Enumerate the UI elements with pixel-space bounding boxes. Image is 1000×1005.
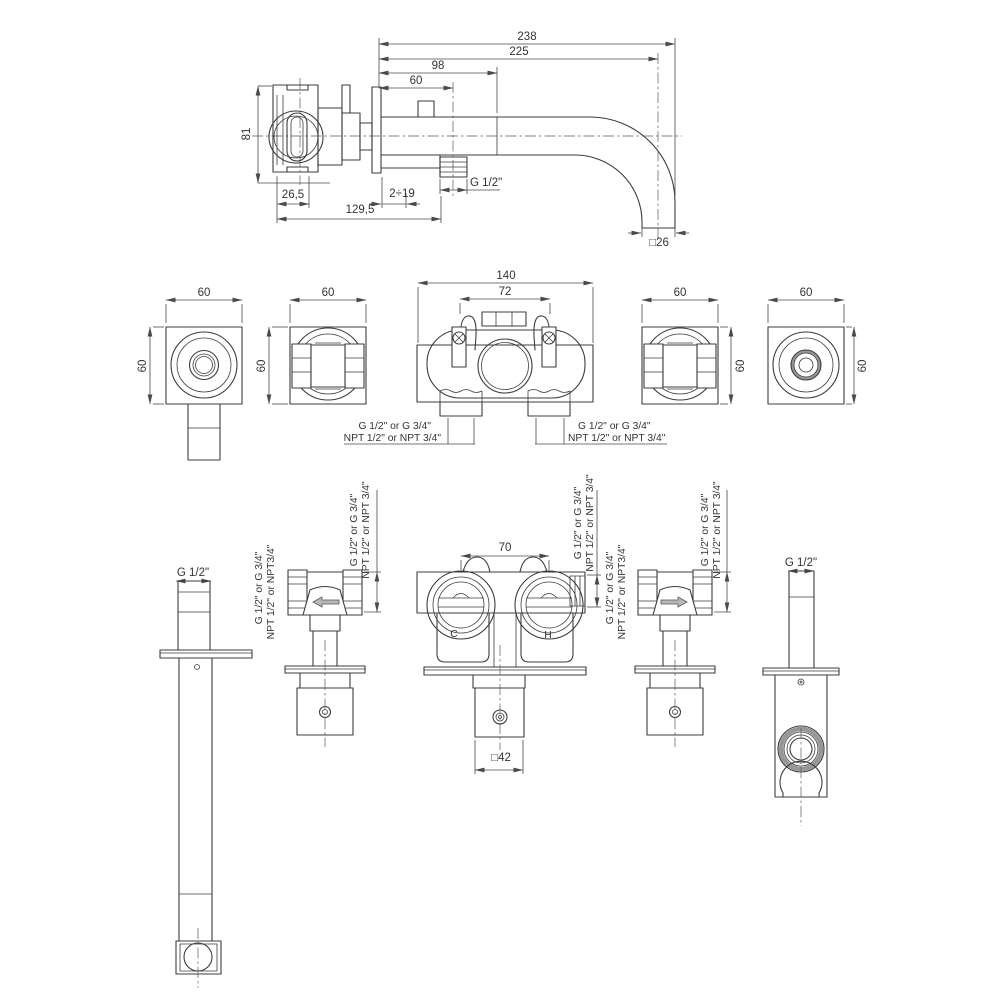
handle-grip <box>286 112 308 162</box>
side-view-mixer-body: 70 G 1/2" or G 3/4" NPT 1/2" or NPT 3/4"… <box>416 474 601 774</box>
side-view-spout: G 1/2" <box>159 567 253 988</box>
label-g-left-2: NPT 1/2" or NPT3/4" <box>266 544 277 639</box>
holder-hook <box>779 760 823 794</box>
label-inlet-right-1: G 1/2" or G 3/4" <box>578 421 651 432</box>
label-j-thread: G 1/2" <box>785 557 817 569</box>
flow-arrow-left-icon <box>312 596 340 608</box>
label-cold: C <box>450 629 458 640</box>
dim-spout-axis: 225 <box>509 46 528 58</box>
label-i-left-1: G 1/2" or G 3/4" <box>605 551 616 624</box>
dim-c-width: 140 <box>496 270 515 282</box>
spout-linework <box>380 100 676 229</box>
side-view-valve-right: G 1/2" or G 3/4" NPT 1/2" or NPT3/4" G 1… <box>605 481 731 747</box>
body-flange <box>423 666 587 676</box>
front-view-mixer-body: 140 72 G 1/2" or G 3/4" NPT 1/2" or NPT … <box>344 270 667 445</box>
flow-arrow-right-icon <box>660 596 688 608</box>
side-view-wall-mixer: 238 225 98 60 81 26,5 2÷19 129,5 <box>241 31 689 249</box>
set-screw <box>194 664 200 670</box>
label-g-right-1: G 1/2" or G 3/4" <box>349 493 360 566</box>
cartridge-port <box>477 338 533 394</box>
label-i-right-2: NPT 1/2" or NPT 3/4" <box>712 481 723 579</box>
front-view-valve-right: 60 60 <box>641 287 747 405</box>
inlet-right <box>527 401 571 417</box>
dim-handle-depth: 26,5 <box>282 189 304 201</box>
ear-horn-right <box>519 556 548 573</box>
dim-h-ports: 70 <box>499 542 512 554</box>
handle-outline <box>268 110 324 164</box>
dim-spout-section: □26 <box>649 237 669 249</box>
spout-outer-curve <box>589 116 676 229</box>
dim-b-width: 60 <box>322 287 335 299</box>
side-views-row: G 1/2" G 1/2" or G 3/4" NPT 1/2" or NPT3… <box>159 474 840 988</box>
dim-overall: 238 <box>517 31 536 43</box>
dim-b-height: 60 <box>256 360 268 373</box>
label-f-thread: G 1/2" <box>177 567 209 579</box>
label-i-right-1: G 1/2" or G 3/4" <box>700 493 711 566</box>
wall-plate <box>371 86 382 174</box>
label-g-right-2: NPT 1/2" or NPT 3/4" <box>361 481 372 579</box>
port-cold <box>426 570 496 640</box>
label-g-left-1: G 1/2" or G 3/4" <box>254 551 265 624</box>
dim-h-handle-sq: □42 <box>491 752 511 764</box>
dim-d-width: 60 <box>674 287 687 299</box>
ear-horn-left <box>462 556 491 573</box>
front-view-spout-trim: 60 60 <box>137 287 243 461</box>
dim-body-depth: 98 <box>432 60 445 72</box>
label-h-right-2: NPT 1/2" or NPT 3/4" <box>585 474 596 572</box>
dim-inlet-offset: 60 <box>410 75 423 87</box>
inlet-left <box>439 401 483 417</box>
side-view-valve-left: G 1/2" or G 3/4" NPT 1/2" or NPT3/4" G 1… <box>254 481 381 747</box>
label-inlet-right-2: NPT 1/2" or NPT 3/4" <box>568 433 666 444</box>
label-hot: H <box>544 630 551 641</box>
spout-inner-curve <box>574 154 643 229</box>
dim-a-height: 60 <box>137 360 149 373</box>
label-inlet-left-2: NPT 1/2" or NPT 3/4" <box>344 433 442 444</box>
front-view-valve-left: 60 60 <box>256 287 367 405</box>
spout-outlet <box>175 940 222 975</box>
label-h-right-1: G 1/2" or G 3/4" <box>573 486 584 559</box>
front-view-outlet-plate: 60 60 <box>767 287 869 405</box>
front-views-row: 60 60 60 60 <box>137 270 869 461</box>
dim-height: 81 <box>241 128 253 141</box>
spout-flange <box>159 649 253 659</box>
side-view-shower-holder: G 1/2" <box>762 557 840 826</box>
port-hot <box>514 570 584 640</box>
dim-e-height: 60 <box>857 360 869 373</box>
label-inlet-left-1: G 1/2" or G 3/4" <box>358 421 431 432</box>
dim-c-ports: 72 <box>499 286 512 298</box>
centerlines <box>252 53 682 242</box>
body-handle <box>474 687 525 738</box>
holder-flange <box>762 667 840 676</box>
dim-a-width: 60 <box>198 287 211 299</box>
label-i-left-2: NPT 1/2" or NPT3/4" <box>617 544 628 639</box>
valve-body-linework <box>268 84 373 173</box>
dim-total-depth: 129,5 <box>346 204 375 216</box>
handle-pin <box>341 84 351 114</box>
dim-d-height: 60 <box>735 360 747 373</box>
dim-e-width: 60 <box>800 287 813 299</box>
dim-wall-range: 2÷19 <box>389 188 415 200</box>
dim-inlet-thread: G 1/2" <box>470 177 502 189</box>
top-view-dimensions: 238 225 98 60 81 26,5 2÷19 129,5 <box>241 31 689 249</box>
